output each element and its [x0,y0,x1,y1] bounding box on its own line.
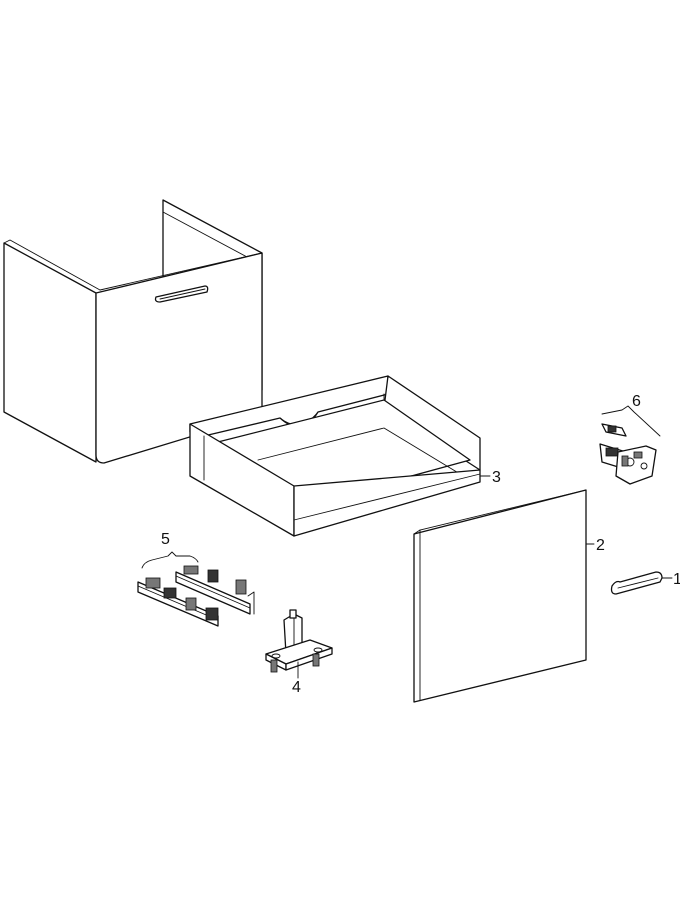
cabinet [3,199,263,464]
callout-3: 3 [492,469,501,486]
callout-2: 2 [596,537,605,554]
callout-4: 4 [292,679,301,696]
drawer-runners [137,565,255,627]
callout-1: 1 [673,571,680,588]
callout-6: 6 [632,393,641,410]
mounting-bracket [265,609,333,673]
front-panel [413,489,587,703]
leader-lines [141,405,673,679]
callout-labels: 1 2 3 4 5 6 [161,393,680,696]
hinge-set [599,423,657,485]
drawer-box [189,375,481,537]
callout-5: 5 [161,531,170,548]
handle [610,571,663,595]
